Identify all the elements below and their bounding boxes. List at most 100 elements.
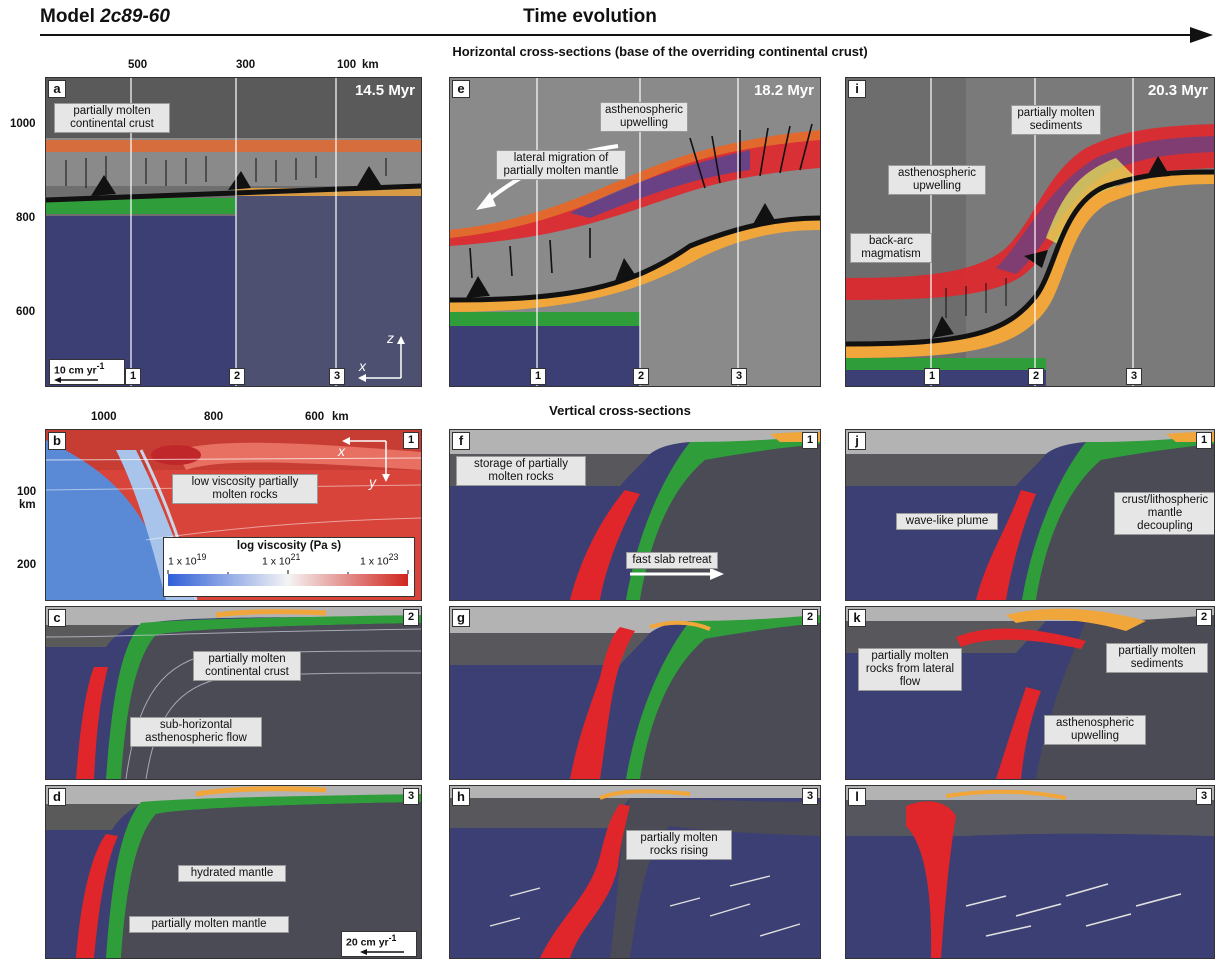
z-tick-600: 600 [16, 306, 36, 318]
y-tick-unit: km [19, 499, 36, 511]
panel-a-note: partially molten continental crust [54, 103, 170, 133]
panel-e: e 18.2 Myr asthenospheric upwelling late… [449, 77, 821, 387]
panel-a-time: 14.5 Myr [354, 82, 415, 99]
panel-k-letter: k [848, 609, 866, 627]
legend-tick-high: 1 x 1023 [360, 552, 399, 568]
y-tick-100: 100 [17, 486, 37, 498]
legend-tick-mid: 1 x 1021 [262, 552, 301, 568]
viscosity-legend: log viscosity (Pa s) 1 x 1019 1 x 1021 1… [163, 537, 415, 597]
panel-i-note-upwelling: asthenospheric upwelling [888, 165, 986, 195]
panel-i-section-2: 2 [1028, 368, 1044, 385]
horizontal-section-title: Horizontal cross-sections (base of the o… [452, 44, 868, 59]
panel-c-section: 2 [403, 609, 419, 626]
b-tick-800: 800 [204, 411, 224, 423]
panel-a-letter: a [48, 80, 66, 98]
panel-l-map [846, 786, 1214, 958]
panel-k-section: 2 [1196, 609, 1212, 626]
panel-f-section: 1 [802, 432, 818, 449]
panel-h-letter: h [452, 788, 470, 806]
panel-k-map [846, 607, 1214, 779]
vertical-section-title: Vertical cross-sections [549, 403, 691, 418]
panel-c: c 2 partially molten continental crust s… [45, 606, 422, 780]
panel-g-section: 2 [802, 609, 818, 626]
panel-e-note-lateral: lateral migration of partially molten ma… [496, 150, 626, 180]
axis-letter-z: z [387, 330, 394, 346]
panel-e-section-2: 2 [633, 368, 649, 385]
panel-i-letter: i [848, 80, 866, 98]
time-arrow [40, 27, 1213, 43]
panel-c-map [46, 607, 421, 779]
panel-i-section-3: 3 [1126, 368, 1142, 385]
x-tick-unit: km [362, 59, 379, 71]
b-tick-unit: km [332, 411, 349, 423]
z-tick-1000: 1000 [10, 118, 36, 130]
panel-i-time: 20.3 Myr [1147, 82, 1208, 99]
model-label: Model [40, 6, 95, 27]
panel-j-note-decoupling: crust/lithospheric mantle decoupling [1114, 492, 1214, 535]
panel-g-map [450, 607, 820, 779]
panel-l-section: 3 [1196, 788, 1212, 805]
panel-e-letter: e [452, 80, 470, 98]
panel-b-map [46, 430, 421, 600]
panel-h-note: partially molten rocks rising [626, 830, 732, 860]
panel-h-map [450, 786, 820, 958]
panel-d-scale-arrow [360, 948, 404, 955]
x-tick-500: 500 [128, 59, 148, 71]
panel-f: f 1 storage of partially molten rocks fa… [449, 429, 821, 601]
panel-a-scale-text: 10 cm yr [54, 364, 97, 377]
axis-letter-x-b: x [338, 443, 345, 459]
panel-g-letter: g [452, 609, 470, 627]
panel-a-section-2: 2 [229, 368, 245, 385]
model-id: 2c89-60 [100, 6, 170, 27]
panel-l-letter: l [848, 788, 866, 806]
axis-letter-x: x [359, 358, 366, 374]
panel-k-note-upwelling: asthenospheric upwelling [1044, 715, 1146, 745]
panel-i-note-backarc: back-arc magmatism [850, 233, 932, 263]
panel-k: k 2 partially molten rocks from lateral … [845, 606, 1215, 780]
panel-c-note-flow: sub-horizontal asthenospheric flow [130, 717, 262, 747]
panel-d-letter: d [48, 788, 66, 806]
panel-d-note-molten: partially molten mantle [129, 916, 289, 933]
panel-d: d 3 hydrated mantle partially molten man… [45, 785, 422, 959]
x-tick-300: 300 [236, 59, 256, 71]
panel-e-section-3: 3 [731, 368, 747, 385]
panel-f-letter: f [452, 432, 470, 450]
y-tick-200: 200 [17, 559, 37, 571]
panel-b-note: low viscosity partially molten rocks [172, 474, 318, 504]
panel-d-scale-text: 20 cm yr [346, 936, 389, 949]
panel-c-note-crust: partially molten continental crust [193, 651, 301, 681]
panel-j-note-plume: wave-like plume [896, 513, 998, 530]
legend-colorbar [167, 570, 409, 586]
panel-i-note-sediments: partially molten sediments [1011, 105, 1101, 135]
panel-i: i 20.3 Myr partially molten sediments as… [845, 77, 1215, 387]
panel-d-section: 3 [403, 788, 419, 805]
z-tick-800: 800 [16, 212, 36, 224]
b-tick-600: 600 [305, 411, 325, 423]
panel-a-section-1: 1 [125, 368, 141, 385]
panel-l: l 3 [845, 785, 1215, 959]
b-tick-1000: 1000 [91, 411, 117, 423]
panel-b: b 1 x y low viscosity partially molten r… [45, 429, 422, 601]
panel-j: j 1 wave-like plume crust/lithospheric m… [845, 429, 1215, 601]
panel-h-section: 3 [802, 788, 818, 805]
panel-a-scale-exp: -1 [96, 361, 105, 371]
time-evolution-title: Time evolution [523, 6, 657, 27]
panel-k-note-lateral: partially molten rocks from lateral flow [858, 648, 962, 691]
legend-title: log viscosity (Pa s) [236, 540, 342, 552]
axis-letter-y-b: y [369, 474, 376, 490]
panel-g: g 2 [449, 606, 821, 780]
panel-a-scale-arrow [54, 376, 98, 383]
panel-e-note-upwelling: asthenospheric upwelling [600, 102, 688, 132]
panel-b-letter: b [48, 432, 66, 450]
panel-e-time: 18.2 Myr [753, 82, 814, 99]
panel-d-scale-exp: -1 [388, 933, 397, 943]
panel-a-scale: 10 cm yr-1 [49, 359, 125, 385]
panel-i-map [846, 78, 1214, 386]
panel-j-section: 1 [1196, 432, 1212, 449]
panel-j-letter: j [848, 432, 866, 450]
panel-h: h 3 partially molten rocks rising [449, 785, 821, 959]
legend-tick-low: 1 x 1019 [168, 552, 207, 568]
panel-i-section-1: 1 [924, 368, 940, 385]
panel-k-note-sediments: partially molten sediments [1106, 643, 1208, 673]
panel-f-note-storage: storage of partially molten rocks [456, 456, 586, 486]
